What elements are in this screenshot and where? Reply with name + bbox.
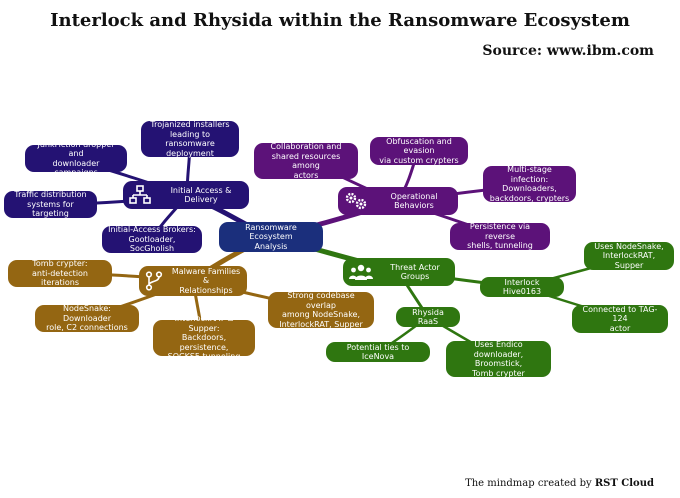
interlock-hive0163-node[interactable]: Interlock Hive0163 (480, 277, 564, 297)
interlock-tag124[interactable]: Connected to TAG-124 actor (572, 305, 668, 333)
source-label: Source: www.ibm.com (482, 43, 654, 59)
rhysida-endico[interactable]: Uses Endico downloader, Broomstick, Tomb… (446, 340, 551, 378)
initial-access-brokers[interactable]: Initial-Access Brokers: Gootloader, SocG… (102, 225, 202, 253)
malware-tomb[interactable]: Tomb crypter: anti-detection iterations (8, 259, 112, 287)
operational-node[interactable]: Operational Behaviors (338, 187, 458, 215)
operational-collaboration[interactable]: Collaboration and shared resources among… (254, 142, 358, 180)
malware-node[interactable]: Malware Families & Relationships (139, 266, 247, 296)
initial-access-node[interactable]: Initial Access & Delivery (123, 181, 249, 209)
group-icon (349, 263, 373, 281)
operational-persistence[interactable]: Persistence via reverse shells, tunnelin… (450, 222, 550, 250)
malware-nodesnake[interactable]: NodeSnake: Downloader role, C2 connectio… (35, 304, 139, 332)
operational-obfuscation[interactable]: Obfuscation and evasion via custom crypt… (370, 137, 468, 165)
interlock-uses-nodesnake[interactable]: Uses NodeSnake, InterlockRAT, Supper (584, 242, 674, 270)
network-icon (129, 185, 151, 205)
initial-access-installers[interactable]: Trojanized installers leading to ransomw… (141, 120, 239, 158)
branch-icon (145, 271, 163, 291)
root-node[interactable]: Ransomware Ecosystem Analysis (219, 222, 323, 252)
operational-multistage[interactable]: Multi-stage infection: Downloaders, back… (483, 165, 576, 203)
malware-interlockrat[interactable]: InterlockRAT & Supper: Backdoors, persis… (153, 314, 255, 361)
rhysida-icenova[interactable]: Potential ties to IceNova (326, 342, 430, 362)
threat-actor-node[interactable]: Threat Actor Groups (343, 258, 455, 286)
initial-access-traffic[interactable]: Traffic distribution systems for targeti… (4, 190, 97, 218)
initial-access-junkfiction[interactable]: JunkFiction dropper and downloader campa… (25, 140, 127, 177)
footer-prefix: The mindmap created by (465, 478, 592, 489)
footer-brand: RST Cloud (594, 478, 654, 489)
page-title: Interlock and Rhysida within the Ransomw… (50, 10, 630, 31)
gears-icon (344, 191, 368, 211)
rhysida-raas-node[interactable]: Rhysida RaaS (396, 307, 460, 327)
footer-credit: The mindmap created by RST Cloud (465, 478, 654, 489)
malware-overlap[interactable]: Strong codebase overlap among NodeSnake,… (268, 291, 374, 329)
